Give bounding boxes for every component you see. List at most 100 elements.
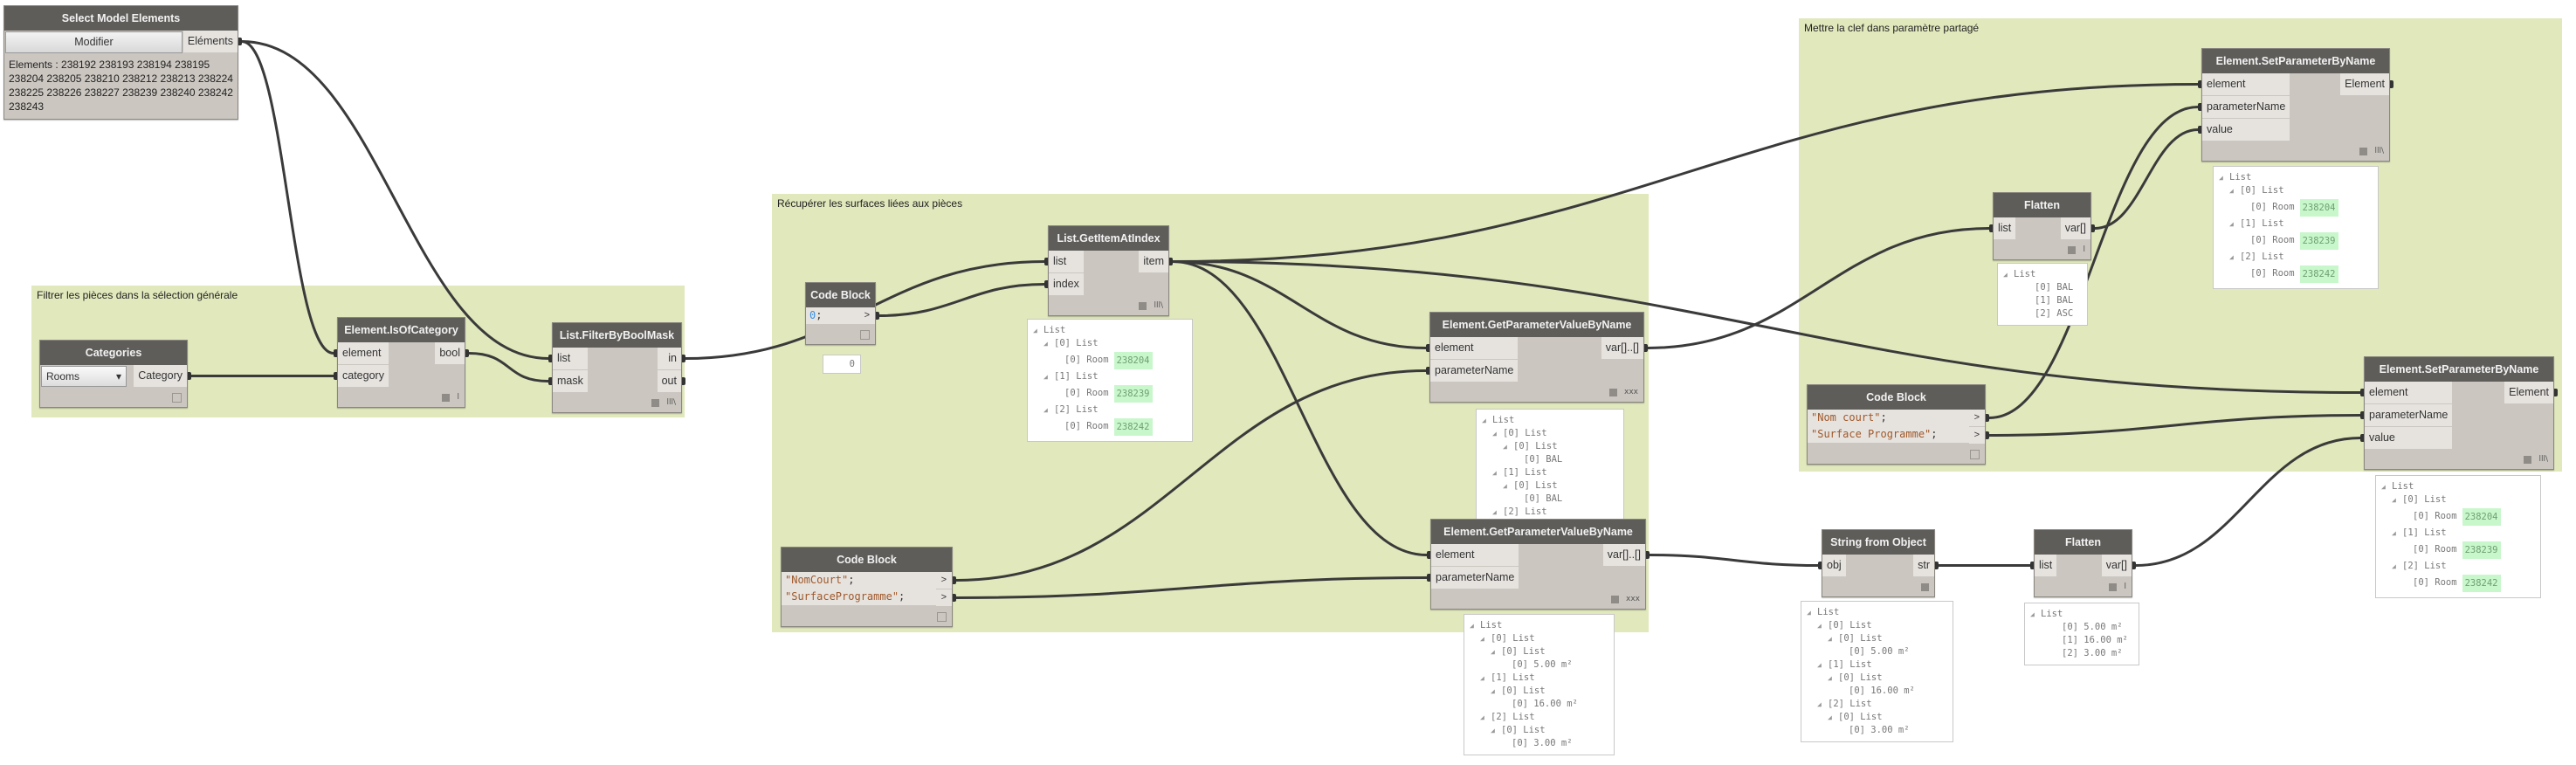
expand-triangle-icon[interactable]: ◢	[2392, 529, 2396, 537]
expand-triangle-icon[interactable]: ◢	[1043, 340, 1048, 348]
port-connector[interactable]	[334, 349, 337, 357]
port-connector[interactable]	[1986, 414, 1989, 422]
port-connector[interactable]	[1989, 224, 1993, 232]
port-connector[interactable]	[2360, 389, 2364, 396]
expand-triangle-icon[interactable]: ◢	[1828, 713, 1832, 721]
port-connector[interactable]	[1986, 431, 1989, 439]
input-port-parameter-name[interactable]: parameterName	[1427, 567, 1519, 589]
input-port-category[interactable]: category	[334, 365, 389, 388]
port-connector[interactable]	[1427, 551, 1430, 559]
input-port-value[interactable]: value	[2198, 119, 2290, 141]
element-id-badge[interactable]: 238242	[1113, 417, 1153, 436]
output-port[interactable]: >	[1968, 427, 1989, 445]
element-id-badge[interactable]: 238204	[1113, 351, 1153, 369]
element-id-badge[interactable]: 238242	[2299, 265, 2338, 283]
port-connector[interactable]	[1644, 344, 1648, 352]
output-port[interactable]: item	[1139, 251, 1173, 273]
lacing-indicator[interactable]: l	[2083, 245, 2085, 254]
preview-toggle-icon[interactable]	[2068, 245, 2077, 254]
port-connector[interactable]	[334, 372, 337, 380]
port-connector[interactable]	[2030, 562, 2034, 569]
expand-triangle-icon[interactable]: ◢	[1817, 661, 1822, 669]
port-connector[interactable]	[1818, 562, 1822, 569]
output-port[interactable]: Element	[2340, 73, 2393, 96]
input-port-parameter-name[interactable]: parameterName	[2360, 404, 2453, 427]
expand-triangle-icon[interactable]: ◢	[1480, 674, 1484, 682]
output-port[interactable]: out	[657, 370, 685, 393]
output-port[interactable]: bool	[435, 342, 469, 365]
node-title[interactable]: List.GetItemAtIndex	[1049, 226, 1168, 251]
port-connector[interactable]	[2360, 411, 2364, 419]
output-port[interactable]: >	[1968, 410, 1989, 427]
expand-triangle-icon[interactable]: ◢	[2219, 174, 2223, 182]
port-connector[interactable]	[2132, 562, 2136, 569]
code-line[interactable]: "SurfaceProgramme";	[782, 589, 936, 605]
expand-triangle-icon[interactable]: ◢	[2229, 220, 2234, 228]
preview-toggle-icon[interactable]	[651, 398, 660, 407]
input-port-list[interactable]: list	[1989, 217, 2016, 240]
port-connector[interactable]	[1426, 367, 1429, 375]
output-port[interactable]: var[]	[2101, 555, 2136, 577]
expand-triangle-icon[interactable]: ◢	[2381, 483, 2386, 491]
port-connector[interactable]	[2091, 224, 2095, 232]
port-connector[interactable]	[1044, 280, 1048, 288]
node-title[interactable]: Element.IsOfCategory	[338, 318, 465, 342]
node-title[interactable]: Element.SetParameterByName	[2202, 49, 2389, 73]
port-connector[interactable]	[548, 377, 552, 385]
output-port[interactable]: var[]..[]	[1602, 544, 1650, 567]
preview-toggle-icon[interactable]	[2109, 582, 2118, 591]
input-port-value[interactable]: value	[2360, 427, 2453, 450]
input-port-list[interactable]: list	[548, 348, 588, 370]
expand-triangle-icon[interactable]: ◢	[1470, 622, 1474, 630]
node-title[interactable]: List.FilterByBoolMask	[553, 323, 681, 348]
preview-toggle-icon[interactable]	[860, 329, 870, 340]
port-connector[interactable]	[188, 372, 191, 380]
port-connector[interactable]	[953, 576, 956, 584]
lacing-indicator[interactable]: lll\	[2538, 455, 2548, 464]
expand-triangle-icon[interactable]: ◢	[1828, 674, 1832, 682]
port-connector[interactable]	[2360, 434, 2364, 442]
element-id-badge[interactable]: 238204	[2462, 507, 2501, 526]
port-connector[interactable]	[465, 349, 469, 357]
input-port-mask[interactable]: mask	[548, 370, 588, 393]
output-port[interactable]: Category	[134, 365, 191, 388]
input-port-element[interactable]: element	[2198, 73, 2290, 96]
lacing-indicator[interactable]: l	[2124, 582, 2126, 591]
node-code-names[interactable]: Code Block"NomCourt";"SurfaceProgramme";…	[781, 547, 956, 627]
expand-triangle-icon[interactable]: ◢	[1491, 687, 1495, 695]
expand-triangle-icon[interactable]: ◢	[1492, 508, 1497, 516]
node-title[interactable]: Element.GetParameterValueByName	[1431, 520, 1645, 544]
expand-triangle-icon[interactable]: ◢	[1503, 482, 1507, 490]
output-port[interactable]: >	[858, 307, 879, 325]
preview-toggle-icon[interactable]	[937, 611, 947, 622]
output-port[interactable]: >	[935, 572, 956, 589]
preview-toggle-icon[interactable]	[1139, 301, 1147, 310]
output-port[interactable]: str	[1913, 555, 1939, 577]
expand-triangle-icon[interactable]: ◢	[1033, 327, 1037, 334]
port-connector[interactable]	[238, 38, 242, 45]
node-code-shared[interactable]: Code Block"Nom court";"Surface Programme…	[1807, 384, 1989, 465]
expand-triangle-icon[interactable]: ◢	[2229, 187, 2234, 195]
preview-toggle-icon[interactable]	[1921, 582, 1929, 591]
connector-wire[interactable]	[1649, 554, 1819, 567]
expand-triangle-icon[interactable]: ◢	[1492, 469, 1497, 477]
output-port[interactable]: Eléments	[183, 31, 242, 53]
node-title[interactable]: Element.SetParameterByName	[2365, 357, 2553, 382]
input-port-parameter-name[interactable]: parameterName	[1426, 360, 1519, 382]
output-port[interactable]: >	[935, 589, 956, 607]
expand-triangle-icon[interactable]: ◢	[2229, 253, 2234, 261]
expand-triangle-icon[interactable]: ◢	[1492, 430, 1497, 438]
code-line[interactable]: "Nom court";	[1808, 410, 1969, 426]
port-connector[interactable]	[2198, 80, 2201, 88]
expand-triangle-icon[interactable]: ◢	[1043, 373, 1048, 381]
